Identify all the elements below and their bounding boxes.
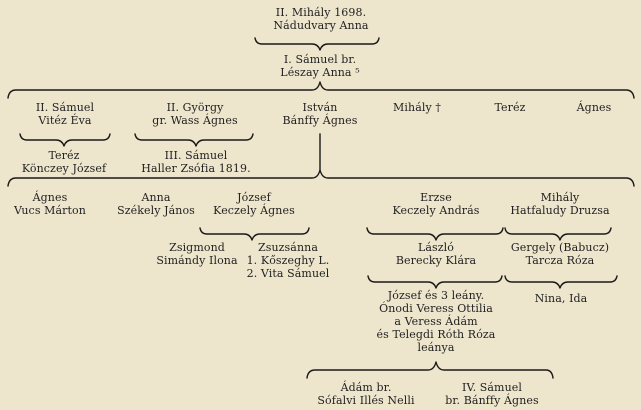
node-anna-line-1: Anna [141,191,171,204]
brace-laszlo [367,275,503,289]
node-gyorgy2-line-2: gr. Wass Ágnes [152,114,238,127]
node-erzse-line-1: Erzse [420,191,452,204]
node-samuel4-line-2: br. Bánffy Ágnes [445,394,539,407]
node-zsigmond: Zsigmond Simándy Ilona [156,241,237,267]
node-gen1: II. Mihály 1698. Nádudvary Anna [273,6,368,32]
node-terez1-line-1: Teréz [494,101,526,114]
node-gergely: Gergely (Babucz) Tarcza Róza [511,241,609,267]
node-gergely-line-2: Tarcza Róza [525,254,595,267]
node-mihaly: Mihály † [393,101,441,114]
node-laszlo: László Berecky Klára [396,241,476,267]
brace-gen4 [7,169,635,187]
node-jozsef3: József és 3 leány. Ónodi Veress Ottilia … [377,289,496,354]
node-gen1-line-1: II. Mihály 1698. [275,6,367,19]
node-samuel3-line-1: III. Sámuel [164,149,228,162]
node-samuel3-line-2: Haller Zsófia 1819. [141,162,251,175]
node-nina-line-1: Nina, Ida [534,292,588,305]
node-adam-line-2: Sófalvi Illés Nelli [317,394,415,407]
brace-erzse [366,227,504,241]
node-adam: Ádám br. Sófalvi Illés Nelli [317,381,414,407]
brace-gen2 [7,81,635,99]
node-jozsef-line-2: Keczely Ágnes [213,204,295,217]
node-laszlo-line-2: Berecky Klára [395,254,477,267]
brace-samuel2 [19,133,111,147]
brace-gyorgy2 [134,133,254,147]
node-samuel2-line-1: II. Sámuel [35,101,95,114]
node-nina: Nina, Ida [535,292,588,305]
node-samuel4-line-1: IV. Sámuel [462,381,522,394]
node-jozsef-line-1: József [237,191,271,204]
node-jozsef3-line-2: Ónodi Veress Ottilia [379,302,493,315]
brace-jozsef3 [306,361,554,379]
node-mihaly-line-1: Mihály † [393,101,441,114]
node-mihaly2: Mihály Hatfaludy Druzsa [510,191,609,217]
node-agnes1-line-1: Ágnes [576,101,612,114]
node-laszlo-line-1: László [417,241,455,254]
node-gen2-line-2: Lészay Anna ⁵ [280,66,360,79]
brace-gen1 [254,37,380,51]
brace-gergely [504,275,618,289]
node-anna: Anna Székely János [117,191,195,217]
node-terez2-line-1: Teréz [48,149,80,162]
node-zsuzsanna-line-3: 2. Vita Sámuel [246,267,330,280]
node-erzse-line-2: Keczely András [392,204,480,217]
node-istvan-line-2: Bánffy Ágnes [282,114,358,127]
node-samuel2: II. Sámuel Vitéz Éva [36,101,94,127]
node-agnes2-line-1: Ágnes [32,191,68,204]
brace-jozsef [199,227,310,241]
node-agnes1: Ágnes [577,101,612,114]
node-samuel4: IV. Sámuel br. Bánffy Ágnes [445,381,539,407]
node-mihaly2-line-1: Mihály [540,191,580,204]
node-gen2-line-1: I. Sámuel br. [283,53,357,66]
node-gen1-line-2: Nádudvary Anna [273,19,369,32]
node-mihaly2-line-2: Hatfaludy Druzsa [510,204,610,217]
brace-mihaly2 [504,227,612,241]
node-jozsef: József Keczely Ágnes [213,191,295,217]
node-samuel2-line-2: Vitéz Éva [38,114,92,127]
node-gyorgy2: II. György gr. Wass Ágnes [152,101,237,127]
node-zsuzsanna: Zsuzsánna 1. Kőszeghy L. 2. Vita Sámuel [247,241,330,280]
node-istvan-line-1: István [302,101,338,114]
node-erzse: Erzse Keczely András [392,191,479,217]
node-zsuzsanna-line-1: Zsuzsánna [257,241,318,254]
node-gyorgy2-line-1: II. György [166,101,224,114]
node-jozsef3-line-5: leánya [417,341,455,354]
node-terez2-line-2: Könczey József [21,162,107,175]
node-jozsef3-line-4: és Telegdi Róth Róza [376,328,496,341]
node-jozsef3-line-1: József és 3 leány. [387,289,485,302]
node-zsuzsanna-line-2: 1. Kőszeghy L. [246,254,330,267]
node-zsigmond-line-2: Simándy Ilona [156,254,238,267]
node-samuel3: III. Sámuel Haller Zsófia 1819. [141,149,250,175]
node-anna-line-2: Székely János [117,204,195,217]
node-gergely-line-1: Gergely (Babucz) [510,241,610,254]
node-terez2: Teréz Könczey József [22,149,106,175]
node-istvan: István Bánffy Ágnes [282,101,357,127]
node-agnes2-line-2: Vucs Márton [14,204,86,217]
node-agnes2: Ágnes Vucs Márton [14,191,86,217]
node-zsigmond-line-1: Zsigmond [169,241,225,254]
node-terez1: Teréz [494,101,525,114]
node-jozsef3-line-3: a Veress Ádám [394,315,478,328]
node-adam-line-1: Ádám br. [340,381,392,394]
node-gen2: I. Sámuel br. Lészay Anna ⁵ [280,53,359,79]
